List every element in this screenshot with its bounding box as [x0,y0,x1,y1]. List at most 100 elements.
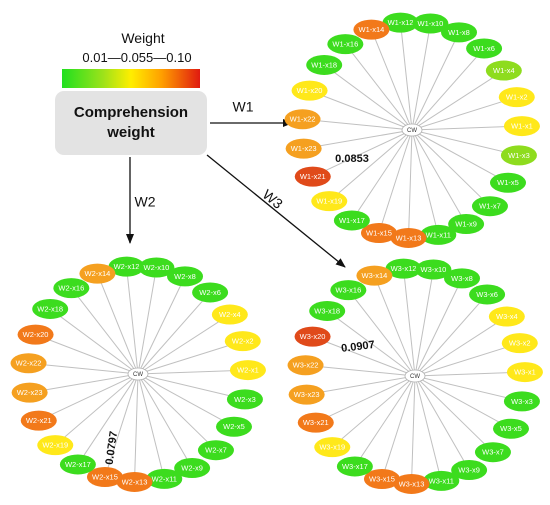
node-w1-x21: W1-x21 [294,166,331,187]
edge [70,287,139,375]
node-label: W1-x18 [311,60,337,69]
edge [323,64,413,131]
legend-range: 0.01—0.055—0.10 [82,50,192,65]
node-label: W3-x9 [458,466,480,475]
node-label: W3-x1 [514,368,536,377]
node-w1-x19: W1-x19 [311,191,348,212]
node-w2-x20: W2-x20 [17,324,54,345]
node-label: W3-x20 [300,332,326,341]
edge [403,268,416,377]
node-label: W2-x1 [237,366,259,375]
node-w3-x8: W3-x8 [444,268,481,289]
edge [411,129,520,156]
node-ellipse [356,265,393,286]
node-ellipse [17,324,54,345]
edge [312,336,416,377]
edge [315,375,416,424]
node-label: W3-x14 [361,271,387,280]
node-label: W2-x23 [17,388,43,397]
node-w3-x22: W3-x22 [287,355,324,376]
node-w2-x1: W2-x1 [229,360,266,381]
node-ellipse [116,471,153,492]
edge [137,276,186,375]
node-w1-x12: W1-x12 [382,12,419,33]
node-label: W2-x3 [234,395,256,404]
node-ellipse [11,382,48,403]
edge [306,375,416,396]
edge [414,375,512,430]
node-w2-x7: W2-x7 [197,440,234,461]
weight-annotation: 0.0797 [104,430,121,465]
edge [96,273,139,375]
node-label: W3-x19 [319,443,345,452]
edge [104,373,139,478]
node-ellipse [474,442,511,463]
node-label: W1-x2 [506,93,528,102]
node-ellipse [197,440,234,461]
edge [414,375,523,402]
node-label: W1-x3 [508,151,530,160]
node-ellipse [224,331,261,352]
node-w2-x13: W2-x13 [116,471,153,492]
node-ellipse [53,278,90,299]
edge [137,369,248,375]
hub-node: CW [401,123,423,137]
node-w3-x17: W3-x17 [336,456,373,477]
node-label: W3-x4 [496,312,518,321]
hub-node: CW [404,369,426,383]
node-w1-x4: W1-x4 [485,60,522,81]
node-w3-x21: W3-x21 [297,412,334,433]
node-ellipse [393,473,430,494]
node-ellipse [471,196,508,217]
node-w2-x17: W2-x17 [59,454,96,475]
node-ellipse [500,145,537,166]
node-label: W2-x8 [174,272,196,281]
edge [400,22,413,131]
node-ellipse [448,214,485,235]
node-ellipse [309,300,346,321]
node-label: W3-x16 [335,286,361,295]
node-w2-x6: W2-x6 [192,282,229,303]
node-label: W1-x1 [511,122,533,131]
comprehension-weight-label: Comprehension weight [73,104,189,141]
node-label: W2-x22 [16,359,42,368]
node-w3-x15: W3-x15 [363,469,400,490]
node-w2-x12: W2-x12 [108,256,145,277]
node-w1-x20: W1-x20 [291,80,328,101]
node-ellipse [385,258,422,279]
node-ellipse [353,19,390,40]
node-label: W2-x21 [26,416,52,425]
node-label: W2-x11 [152,474,177,483]
edge [326,310,416,377]
edge [137,373,235,428]
edge [411,129,509,184]
node-ellipse [444,268,481,289]
node-w1-x22: W1-x22 [284,109,321,130]
node-w1-x13: W1-x13 [390,227,427,248]
legend-title: Weight [121,30,165,46]
node-label: W1-x12 [388,18,414,27]
edge [35,334,139,375]
node-ellipse [498,87,535,108]
node-w3-x16: W3-x16 [330,280,367,301]
node-w2-x21: W2-x21 [20,410,57,431]
hub-node: CW [127,367,149,381]
node-w2-x19: W2-x19 [37,435,74,456]
node-w3-x11: W3-x11 [423,470,460,491]
node-label: W3-x3 [511,397,533,406]
node-label: W3-x15 [369,474,395,483]
node-ellipse [311,191,348,212]
node-ellipse [441,22,478,43]
node-label: W1-x5 [497,178,519,187]
node-ellipse [503,391,540,412]
hub-ellipse [404,369,426,383]
node-ellipse [146,468,183,489]
node-ellipse [138,257,175,278]
node-w1-x10: W1-x10 [412,13,449,34]
edge [137,292,211,375]
node-label: W3-x21 [303,418,329,427]
